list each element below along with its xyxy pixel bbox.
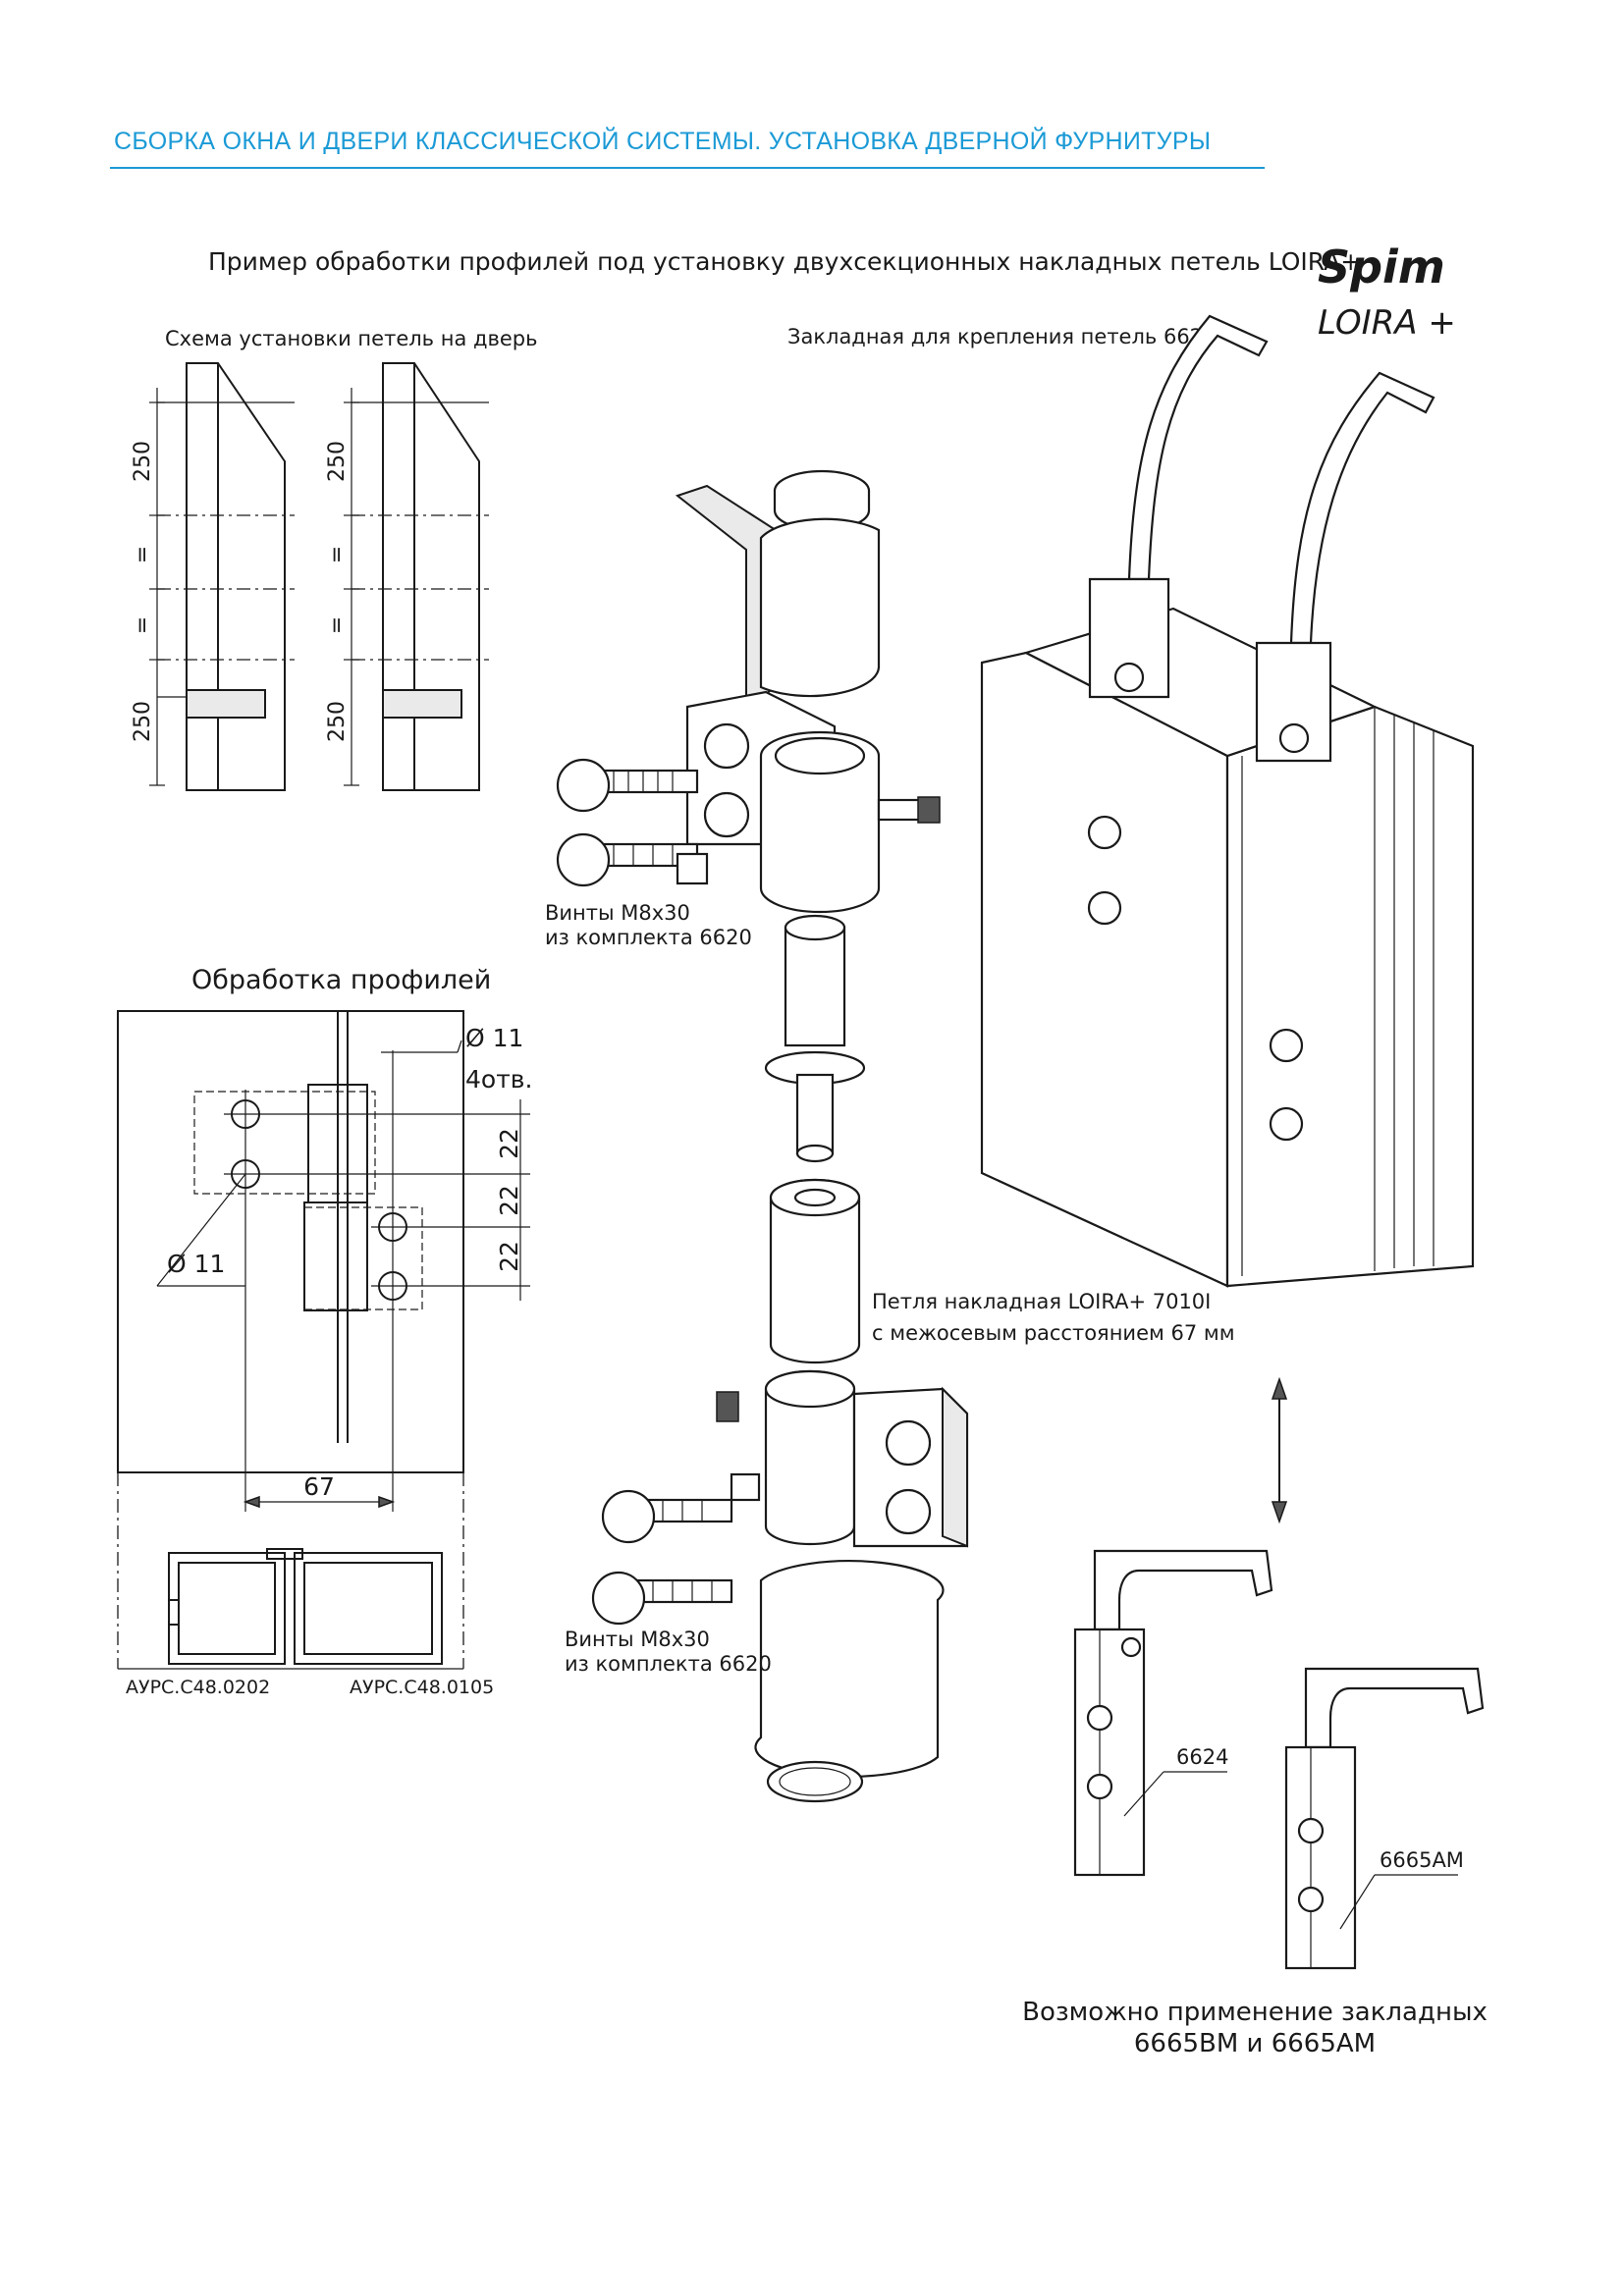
profile-left-code: АУРС.С48.0202 [126,1677,270,1698]
screw-bottom-1 [601,1489,733,1544]
hole-diameter: Ø 11 [465,1024,523,1052]
profile-right-code: АУРС.С48.0105 [350,1677,494,1698]
screws-bottom-line1: Винты М8х30 [565,1628,710,1651]
logo-product: LOIRA + [1318,303,1456,343]
spim-logo: Spim LOIRA + [1318,240,1456,343]
profile-section [117,1472,464,1670]
hinge-line1: Петля накладная LOIRA+ 7010I [872,1290,1211,1313]
scheme-title: Схема установки петель на дверь [165,327,538,350]
hinge-exploded-view [556,469,1288,1803]
screw-top-2 [556,832,699,887]
screws-top-line1: Винты М8х30 [545,901,690,925]
door-profile-3d [980,314,1475,1288]
pitch-3: 22 [495,1241,523,1272]
screw-top-1 [556,758,699,813]
profile-processing-drawing [117,1010,530,1512]
main-title: Пример обработки профилей под установку … [208,247,1361,276]
dim-top-left: 250 [131,441,155,482]
pitch-1: 22 [495,1128,523,1159]
header-divider [110,167,1265,169]
hole-count: 4отв. [465,1065,532,1094]
dim-eq1-right: = [325,546,350,563]
insert-6624-drawing [1073,1549,1273,1877]
part-6665am: 6665АМ [1380,1848,1464,1872]
page-header: СБОРКА ОКНА И ДВЕРИ КЛАССИЧЕСКОЙ СИСТЕМЫ… [114,128,1263,156]
dim-top-right: 250 [325,441,350,482]
axis-distance: 67 [303,1472,335,1501]
page-title: СБОРКА ОКНА И ДВЕРИ КЛАССИЧЕСКОЙ СИСТЕМЫ… [114,128,1212,155]
screws-top-line2: из комплекта 6620 [545,926,752,949]
note-line2: 6665BM и 6665AM [1134,2029,1376,2058]
insert-label: Закладная для крепления петель 6620 [787,325,1216,348]
hole-diameter-left: Ø 11 [167,1250,225,1278]
part-6624: 6624 [1176,1745,1228,1769]
door-scheme-left: 250 = = 250 [131,362,295,791]
dim-eq2-left: = [131,616,155,634]
dim-eq2-right: = [325,616,350,634]
insert-6665am-drawing [1284,1667,1485,1970]
processing-title: Обработка профилей [191,965,491,995]
note-line1: Возможно применение закладных [1022,1998,1488,2027]
screw-bottom-2 [591,1571,733,1626]
pitch-2: 22 [495,1185,523,1216]
dim-eq1-left: = [131,546,155,563]
dim-bottom-left: 250 [131,701,155,742]
screws-bottom-line2: из комплекта 6620 [565,1652,772,1676]
hinge-line2: с межосевым расстоянием 67 мм [872,1321,1235,1345]
logo-brand: Spim [1318,240,1445,294]
door-scheme-right: 250 = = 250 [325,362,489,791]
dim-bottom-right: 250 [325,701,350,742]
